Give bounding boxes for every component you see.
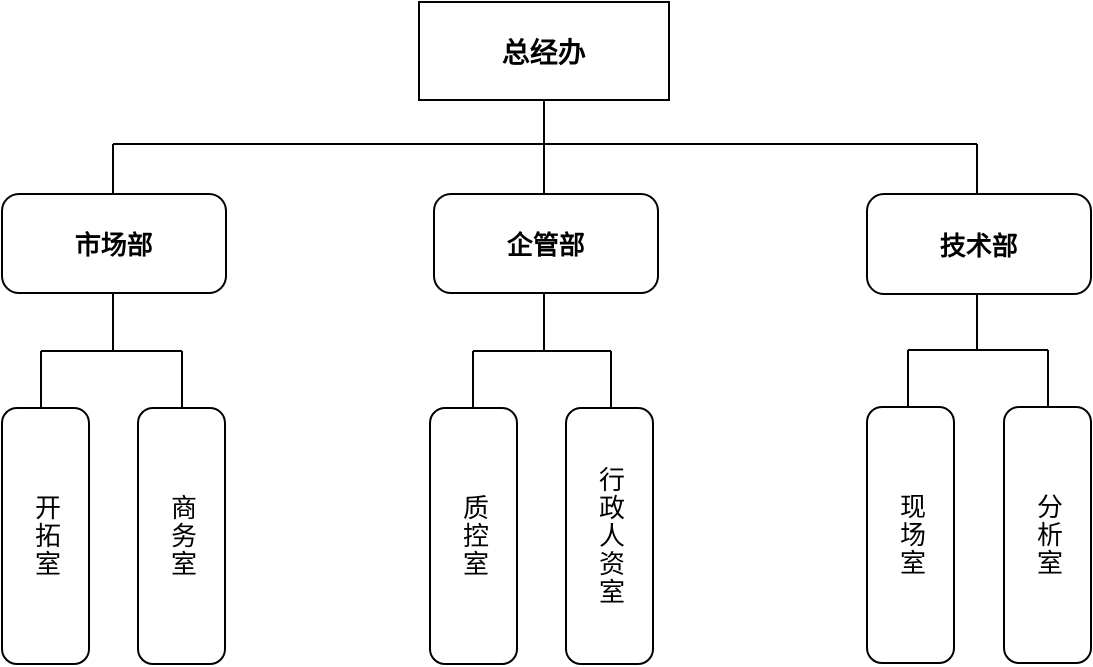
room-node-1a: 开拓室 [1, 407, 90, 665]
dept-node-2: 企管部 [433, 193, 659, 294]
room-node-2a: 质控室 [429, 407, 518, 665]
dept-label: 技术部 [939, 231, 1018, 262]
room-node-2b: 行政人资室 [565, 407, 654, 665]
room-label: 分析室 [1032, 493, 1063, 577]
root-label: 总经办 [501, 36, 586, 69]
room-node-3b: 分析室 [1003, 406, 1092, 664]
dept-node-3: 技术部 [866, 193, 1092, 295]
dept-node-1: 市场部 [1, 193, 227, 294]
dept-label: 市场部 [74, 231, 153, 261]
room-label: 质控室 [458, 494, 489, 578]
room-label: 商务室 [166, 494, 197, 578]
root-node: 总经办 [418, 1, 670, 101]
room-label: 行政人资室 [594, 466, 625, 606]
room-label: 开拓室 [30, 494, 61, 578]
dept-label: 企管部 [506, 231, 585, 261]
room-node-3a: 现场室 [866, 406, 955, 664]
room-node-1b: 商务室 [137, 407, 226, 665]
room-label: 现场室 [895, 493, 926, 577]
